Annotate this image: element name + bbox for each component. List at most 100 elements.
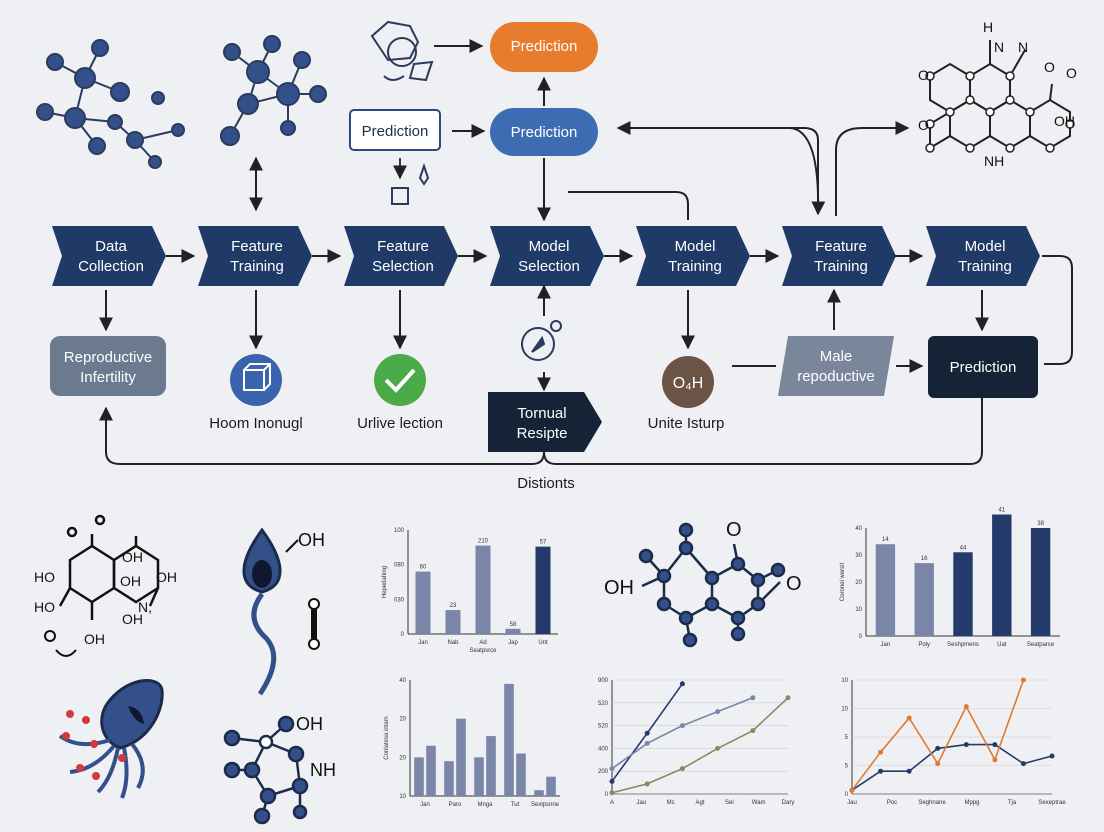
male-reproductive-box[interactable] (778, 336, 894, 396)
y-tick-label: 030 (394, 597, 405, 603)
x-tick-label: Jan (420, 802, 430, 808)
bar (505, 628, 521, 634)
data-point (644, 740, 650, 746)
ring-mid-o1: O (726, 519, 742, 541)
atom-label: OH (156, 569, 177, 585)
atom-label: O (1044, 59, 1055, 75)
atom-label: H (983, 19, 993, 35)
x-tick-label: Dary (782, 800, 795, 806)
data-point (679, 766, 685, 772)
prediction-dark-box[interactable] (928, 336, 1038, 398)
caption-check: Urlive lection (357, 415, 443, 432)
data-point (906, 768, 912, 774)
x-tick-label: Ad (479, 640, 486, 646)
bar-data-label: 210 (478, 539, 489, 545)
molecule-atoms (925, 71, 1075, 153)
series-line (611, 697, 789, 794)
pipeline-step-line2: Selection (372, 258, 434, 275)
y-tick-label: 10 (399, 794, 406, 800)
molecule-network-left (36, 39, 185, 169)
y-tick-label: 0 (845, 792, 849, 798)
ring-molecule-mid (638, 522, 786, 648)
pipeline-step-shape (490, 226, 604, 286)
x-tick-label: Jan (881, 642, 891, 648)
reproductive-infertility-box[interactable] (50, 336, 166, 396)
data-point (1020, 761, 1026, 767)
x-axis-label: Seatpsrce (469, 648, 497, 654)
y-tick-label: 5 (845, 764, 849, 770)
repro-line1: Reproductive (64, 349, 152, 366)
cube-icon (230, 354, 282, 406)
y-tick-label: 0 (605, 792, 609, 798)
data-point (785, 695, 791, 701)
atom-label: NH (984, 153, 1004, 169)
prediction-blue-box[interactable] (490, 108, 598, 156)
bar (1030, 528, 1051, 636)
bar-data-label: 14 (882, 537, 889, 543)
bar-data-label: 38 (1037, 521, 1044, 527)
sperm-oh-label: OH (298, 530, 325, 550)
pipeline-step-line1: Feature (377, 238, 429, 255)
x-tick-label: Poly (918, 642, 930, 648)
pipeline-step-line1: Feature (815, 238, 867, 255)
data-point (992, 757, 998, 763)
tornual-resipte-box[interactable] (488, 392, 602, 452)
molecule-network-right (220, 35, 327, 146)
x-tick-label: Jau (847, 800, 857, 806)
data-point (906, 715, 912, 721)
bar (534, 790, 544, 796)
bar (504, 683, 514, 796)
bar-data-label: 57 (540, 540, 547, 546)
atom-label: OH (120, 573, 141, 589)
pipeline-step-shape (344, 226, 458, 286)
bar (516, 753, 526, 796)
pipeline-step-shape (782, 226, 896, 286)
data-point (715, 709, 721, 715)
x-tick-label: Tja (1008, 800, 1017, 806)
prediction-dark-label: Prediction (950, 359, 1017, 376)
x-tick-label: Paro (449, 802, 462, 808)
x-tick-label: Sexlpsnne (531, 802, 560, 808)
data-point (1049, 753, 1055, 759)
x-tick-label: Jau (636, 800, 646, 806)
molecule-hexagon-cluster (929, 40, 1071, 150)
sugar-molecule (58, 514, 160, 620)
molecule-icon (662, 356, 714, 408)
y-tick-label: 10 (841, 707, 848, 713)
x-tick-label: Agt (695, 800, 704, 806)
data-point (935, 761, 941, 767)
x-tick-label: Seshpmens (947, 642, 979, 648)
pipeline-step-shape (926, 226, 1040, 286)
atom-label: O (918, 117, 929, 133)
rod-icon (308, 598, 320, 650)
x-tick-label: Mppg (964, 800, 979, 806)
x-tick-label: A (610, 800, 614, 806)
pipeline-step-shape (52, 226, 166, 286)
series-line (851, 743, 1053, 791)
pipeline-step-line2: Training (814, 258, 868, 275)
prediction-blue-label: Prediction (511, 124, 578, 141)
bottom-loop-label: Distionts (517, 475, 575, 492)
prediction-orange-box[interactable] (490, 22, 598, 72)
repro-line2: Infertility (80, 369, 136, 386)
y-tick-label: 900 (598, 678, 609, 684)
y-tick-label: 400 (598, 746, 609, 752)
data-point (715, 745, 721, 751)
bar (414, 757, 424, 796)
data-point (935, 745, 941, 751)
x-tick-label: Seatparce (1027, 642, 1055, 648)
y-axis-label: Coronel wersit (840, 563, 846, 602)
x-tick-label: Uat (997, 642, 1007, 648)
prediction-outline-box[interactable] (349, 109, 441, 151)
data-point (679, 723, 685, 729)
y-tick-label: 200 (598, 769, 609, 775)
